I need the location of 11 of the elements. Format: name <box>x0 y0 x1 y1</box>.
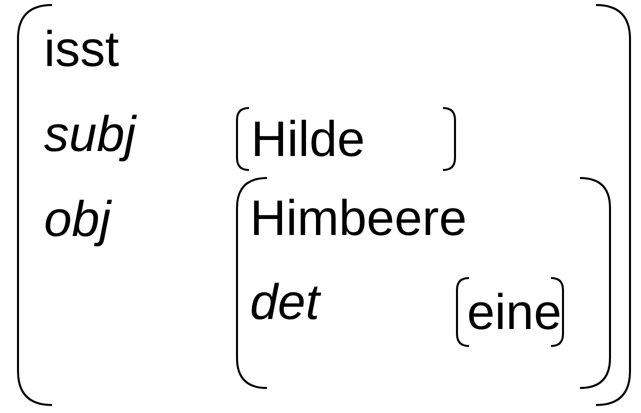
attribute-value-matrix <box>237 178 610 388</box>
value-word: Himbeere <box>250 189 467 248</box>
attribute-name: det <box>250 273 320 332</box>
value-word: eine <box>467 283 562 342</box>
value-word: isst <box>44 20 119 79</box>
attribute-name: subj <box>44 105 136 164</box>
value-word: Hilde <box>251 110 365 169</box>
attribute-name: obj <box>44 190 111 249</box>
attribute-value-matrix <box>457 278 563 346</box>
attribute-value-matrix <box>18 5 630 405</box>
attribute-value-matrix <box>237 108 455 170</box>
